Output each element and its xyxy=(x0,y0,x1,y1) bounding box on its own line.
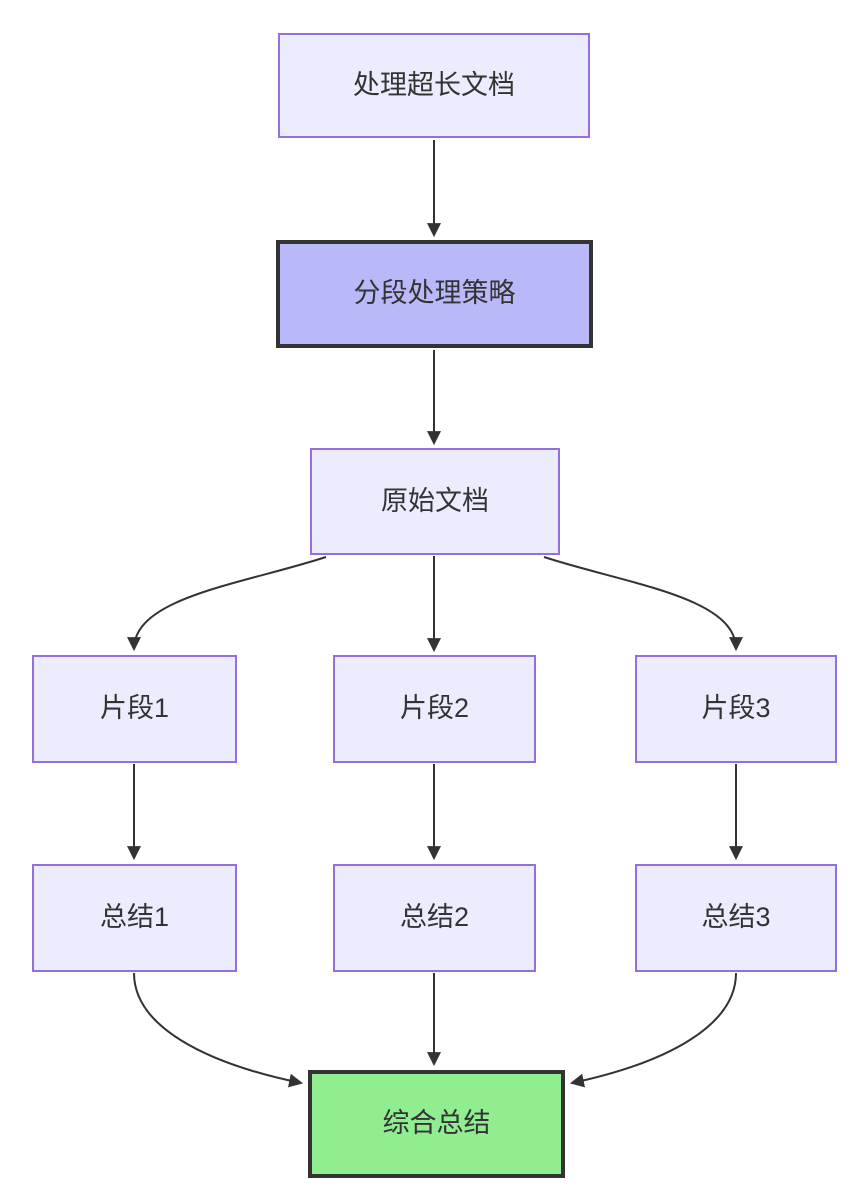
node-label: 总结2 xyxy=(399,902,470,933)
node-label: 总结3 xyxy=(701,902,771,933)
node-process-long-doc: 处理超长文档 xyxy=(278,33,590,138)
edge-original-to-fragment3 xyxy=(543,556,743,652)
node-label: 片段3 xyxy=(701,693,771,724)
node-final-summary: 综合总结 xyxy=(308,1070,565,1178)
edge-summary1-to-final xyxy=(133,972,304,1088)
node-label: 片段1 xyxy=(99,693,170,724)
node-label: 处理超长文档 xyxy=(353,69,515,100)
node-segment-strategy: 分段处理策略 xyxy=(276,240,593,348)
edge-summary3-to-final xyxy=(569,972,737,1088)
node-original-doc: 原始文档 xyxy=(310,448,560,555)
node-summary3: 总结3 xyxy=(635,864,837,972)
node-summary1: 总结1 xyxy=(32,864,237,972)
node-summary2: 总结2 xyxy=(333,864,536,972)
node-fragment1: 片段1 xyxy=(32,655,237,763)
node-fragment2: 片段2 xyxy=(333,655,536,763)
node-label: 原始文档 xyxy=(381,485,489,516)
node-label: 分段处理策略 xyxy=(353,278,516,309)
node-label: 总结1 xyxy=(99,902,170,933)
node-label: 片段2 xyxy=(399,693,470,724)
node-label: 综合总结 xyxy=(382,1108,491,1139)
node-fragment3: 片段3 xyxy=(635,655,837,763)
edge-original-to-fragment1 xyxy=(127,556,327,652)
